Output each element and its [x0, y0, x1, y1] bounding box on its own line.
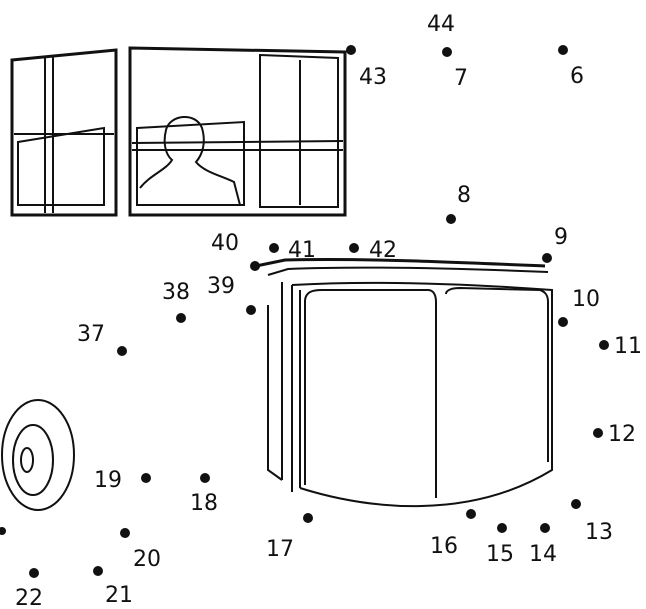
dot-label: 18 — [190, 491, 218, 516]
dot-18[interactable]: 18 — [190, 473, 218, 516]
driver-silhouette — [139, 116, 241, 206]
dot-label: 20 — [133, 547, 161, 572]
dot-42[interactable]: 42 — [349, 238, 397, 263]
dot-label: 42 — [369, 238, 397, 263]
dot-label: 12 — [608, 422, 636, 447]
dot-label: 41 — [288, 238, 316, 263]
dot-11[interactable]: 11 — [599, 334, 642, 359]
dot-label: 10 — [572, 287, 600, 312]
dot-label: 19 — [94, 468, 122, 493]
dot-13[interactable]: 13 — [571, 499, 613, 545]
dot-38[interactable]: 38 — [162, 280, 190, 323]
dot-6[interactable]: 6 — [558, 45, 584, 89]
dot-12[interactable]: 12 — [593, 422, 636, 447]
dot-label: 37 — [77, 322, 105, 347]
dot-20[interactable]: 20 — [120, 528, 161, 572]
dot-9[interactable]: 9 — [542, 225, 568, 263]
dot-16[interactable]: 16 — [430, 509, 476, 559]
dot-label: 15 — [486, 542, 514, 567]
dot-8[interactable]: 8 — [446, 183, 471, 224]
dot-label: 14 — [529, 542, 557, 567]
car-body — [255, 257, 553, 508]
dot-label: 16 — [430, 534, 458, 559]
dot-39[interactable]: 39 — [207, 274, 256, 315]
dot-label: 38 — [162, 280, 190, 305]
dot-label: 11 — [614, 334, 642, 359]
dot-label: 9 — [554, 225, 568, 250]
left-window — [10, 48, 118, 217]
dot-43[interactable]: 43 — [346, 45, 387, 90]
edge-dot — [0, 527, 6, 535]
dot-label: 8 — [457, 183, 471, 208]
dot-14[interactable]: 14 — [529, 523, 557, 567]
dot-44[interactable]: 44 — [427, 12, 455, 37]
dot-label: 7 — [454, 66, 468, 91]
dot-10[interactable]: 10 — [558, 287, 600, 327]
dot-7[interactable]: 7 — [442, 47, 468, 91]
dot-15[interactable]: 15 — [486, 523, 514, 567]
dot-label: 43 — [359, 65, 387, 90]
wheel — [1, 399, 75, 511]
dot-label: 40 — [211, 231, 239, 256]
dot-label: 6 — [570, 64, 584, 89]
dot-label: 22 — [15, 586, 43, 609]
dot-label: 44 — [427, 12, 455, 37]
driver-window — [128, 46, 347, 217]
dot-label: 21 — [105, 583, 133, 608]
dot-17[interactable]: 17 — [266, 513, 313, 562]
dot-40[interactable]: 40 — [211, 231, 260, 271]
dot-21[interactable]: 21 — [93, 566, 133, 608]
dot-37[interactable]: 37 — [77, 322, 127, 356]
dot-41[interactable]: 41 — [269, 238, 316, 263]
dot-19[interactable]: 19 — [94, 468, 151, 493]
dot-label: 39 — [207, 274, 235, 299]
dot-label: 17 — [266, 537, 294, 562]
dot-label: 13 — [585, 520, 613, 545]
dot-22[interactable]: 22 — [15, 568, 43, 609]
